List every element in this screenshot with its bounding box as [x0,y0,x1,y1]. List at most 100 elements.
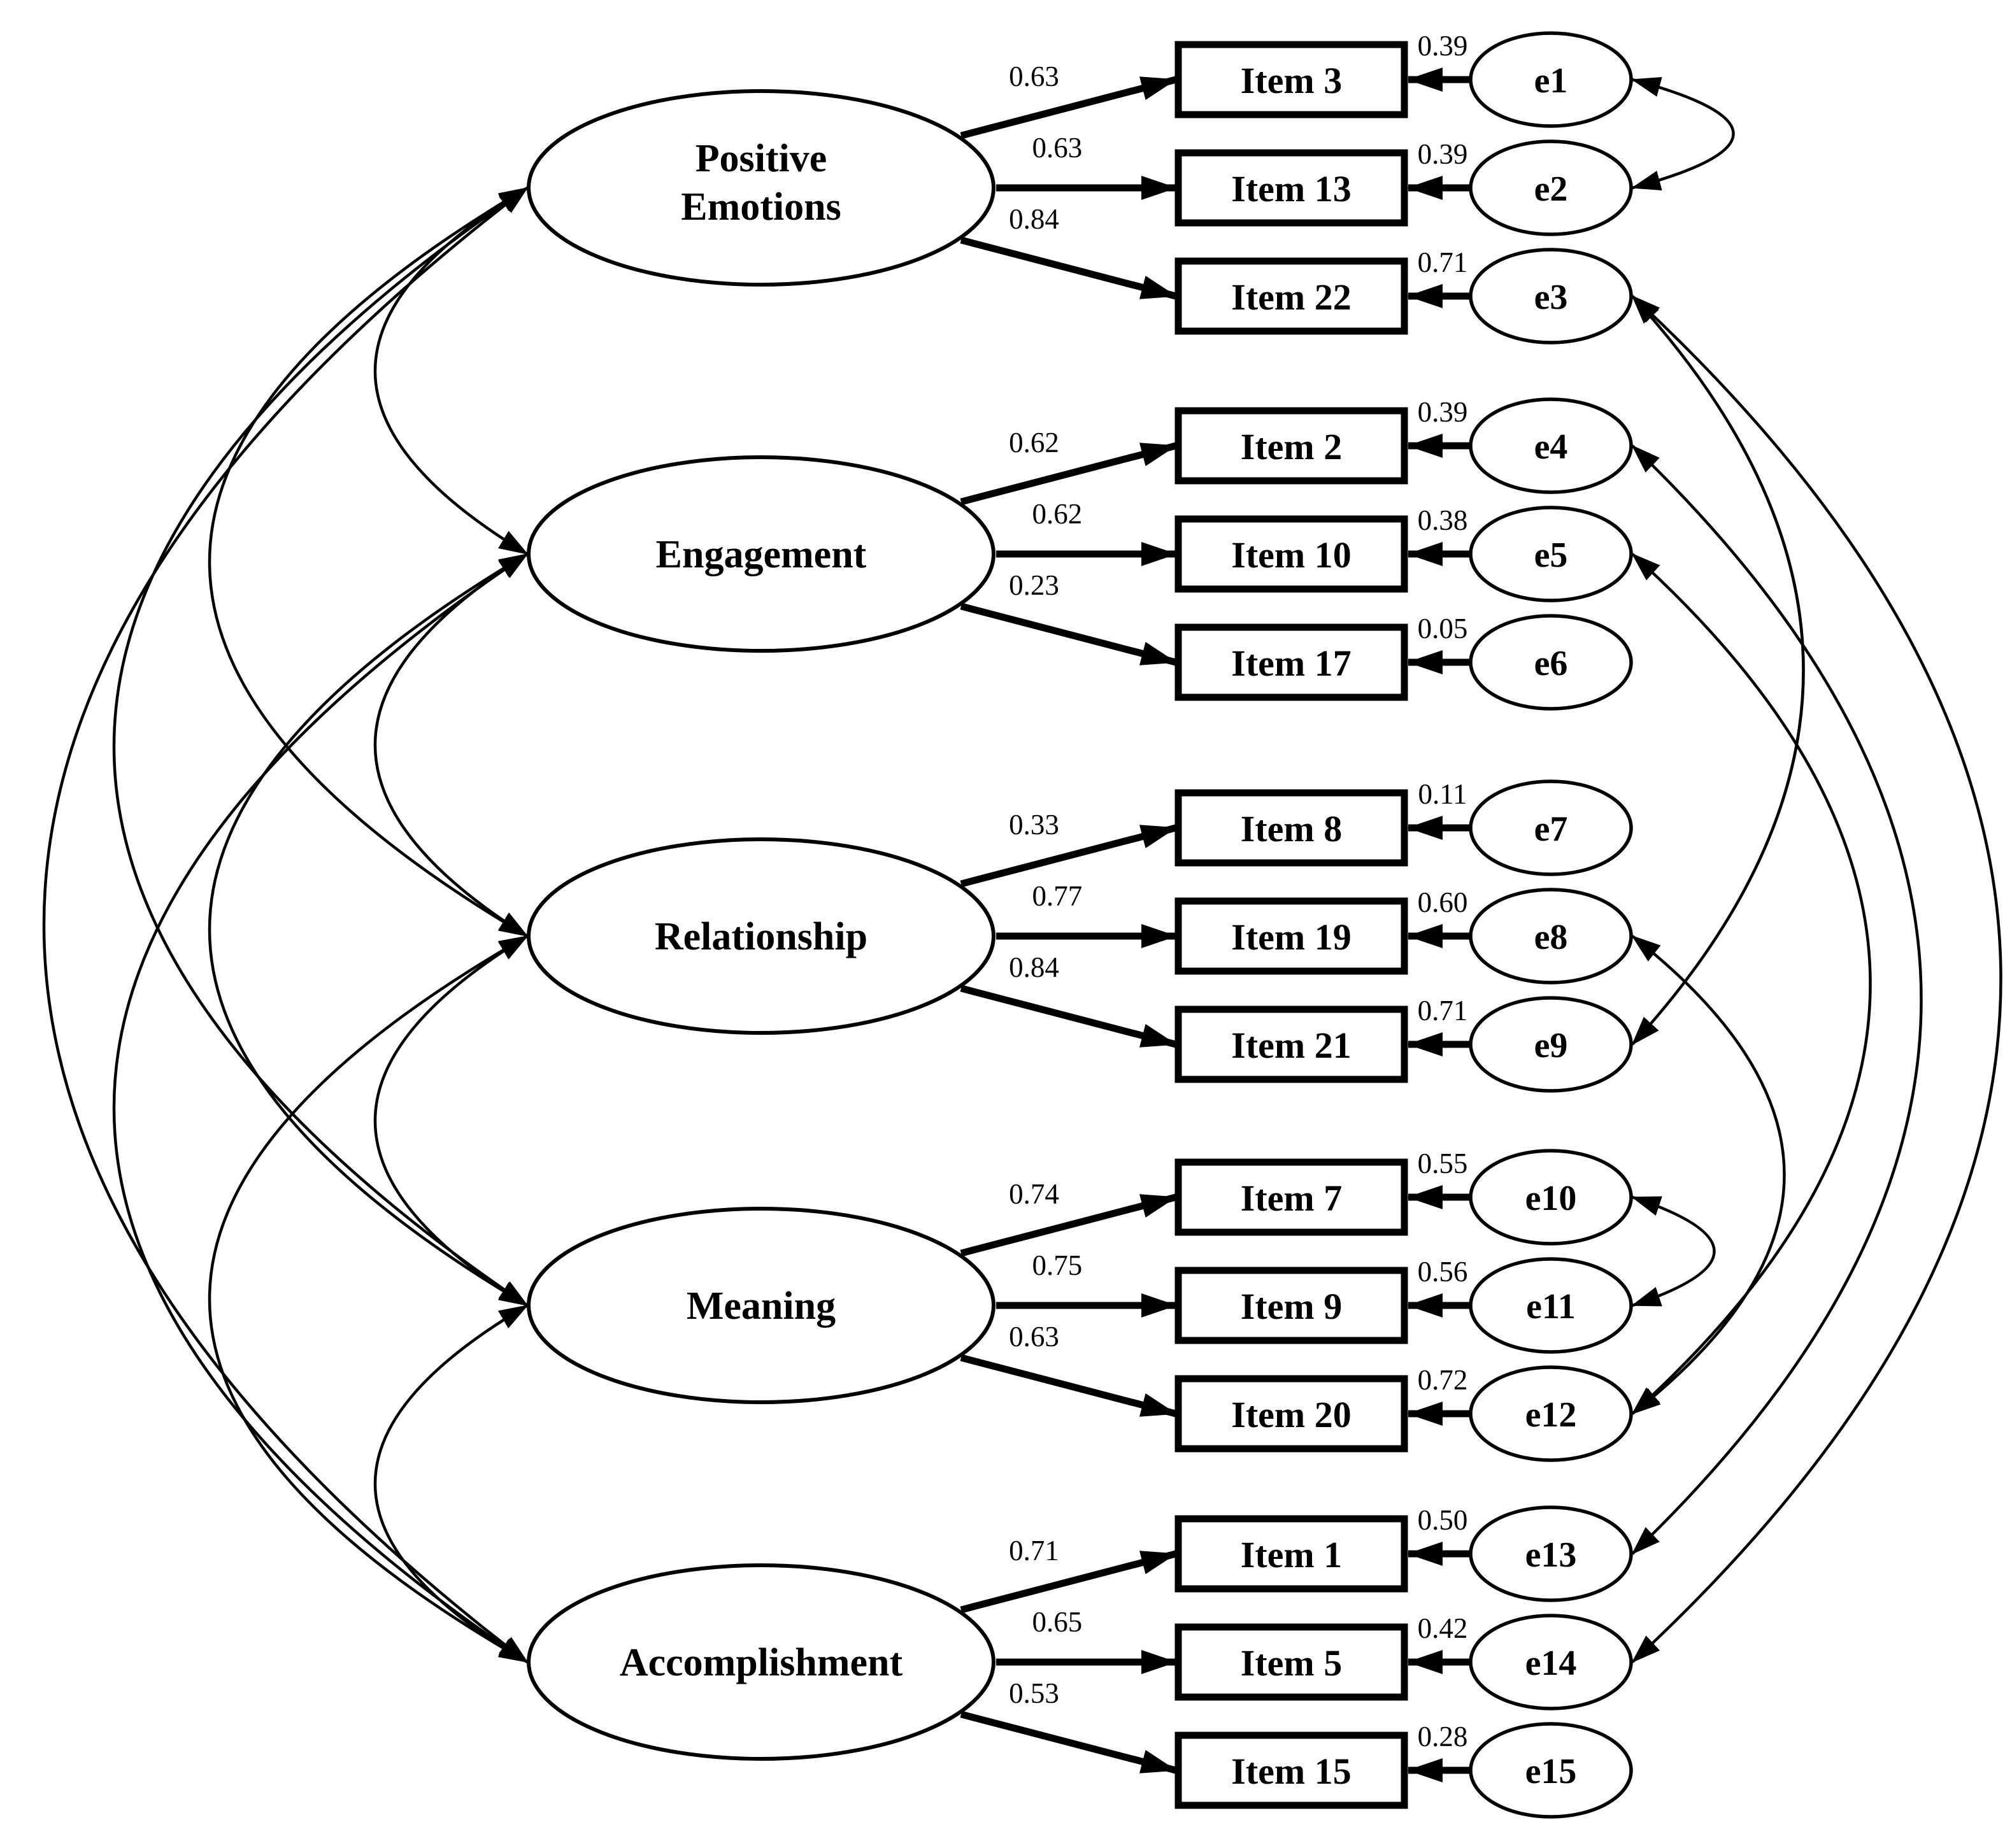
loading-arrow-EN-item2 [960,442,1177,506]
loading-value-item21: 0.84 [1009,951,1059,983]
error-ellipse-e1 [1469,31,1633,128]
factor-correlation-PE-RE [208,187,529,937]
factor-label-AC: Accomplishment [620,1641,903,1684]
factor-correlation-EN-AC [112,553,529,1663]
loading-value-item17: 0.23 [1009,569,1059,601]
item-label-item8: Item 8 [1241,808,1342,849]
error-label-e10: e10 [1525,1179,1577,1218]
item-label-item17: Item 17 [1231,643,1351,684]
error-ellipse-e13 [1469,1505,1633,1602]
error-value-e4: 0.39 [1418,396,1468,428]
item-label-item19: Item 19 [1231,916,1351,958]
item-label-item20: Item 20 [1231,1394,1351,1435]
loading-value-item8: 0.33 [1009,809,1059,841]
error-value-e10: 0.55 [1418,1148,1468,1179]
item-label-item10: Item 10 [1231,534,1351,576]
error-ellipse-e2 [1469,139,1633,236]
loading-value-item2: 0.62 [1009,427,1059,458]
error-correlation-e8-e12 [1631,935,1786,1415]
error-value-e7: 0.11 [1418,778,1467,810]
error-label-e4: e4 [1534,427,1568,467]
error-value-e14: 0.42 [1418,1612,1468,1644]
error-value-e5: 0.38 [1418,504,1468,536]
factor-label-EN: Engagement [656,533,867,576]
item-box-item10 [1174,515,1408,593]
error-correlation-e1-e2 [1631,76,1735,191]
error-label-e9: e9 [1534,1026,1568,1065]
factor-correlation-PE-ME [112,187,529,1307]
item-label-item7: Item 7 [1241,1177,1342,1219]
item-label-item5: Item 5 [1241,1642,1342,1684]
error-value-e15: 0.28 [1418,1721,1468,1752]
error-label-e8: e8 [1534,918,1568,957]
loading-value-item7: 0.74 [1009,1178,1059,1210]
error-value-e11: 0.56 [1418,1256,1468,1288]
error-ellipse-e10 [1469,1149,1633,1246]
item-box-item22 [1174,257,1408,335]
loading-value-item3: 0.63 [1009,60,1059,92]
item-box-item19 [1174,897,1408,975]
error-ellipse-e5 [1469,506,1633,602]
error-correlation-e5-e12 [1631,553,1872,1415]
factor-correlation-PE-AC [42,187,529,1663]
error-value-e6: 0.05 [1418,613,1468,644]
loading-value-item15: 0.53 [1009,1677,1059,1709]
loading-arrow-PE-item22 [960,236,1177,300]
item-box-item21 [1174,1006,1408,1083]
factor-correlation-RE-AC [208,935,529,1663]
item-label-item3: Item 3 [1241,60,1342,101]
error-ellipse-e6 [1469,614,1633,711]
loading-value-item22: 0.84 [1009,203,1059,235]
error-value-e1: 0.39 [1418,30,1468,62]
loading-arrow-PE-item3 [960,76,1177,139]
loading-value-item20: 0.63 [1009,1321,1059,1353]
error-label-e14: e14 [1525,1644,1577,1683]
loading-value-item1: 0.71 [1009,1535,1059,1567]
error-ellipse-e11 [1469,1257,1633,1354]
loading-arrow-RE-item8 [960,824,1177,888]
loading-arrow-AC-item15 [960,1710,1177,1774]
error-ellipse-e8 [1469,888,1633,984]
error-correlation-e10-e11 [1631,1195,1716,1307]
item-label-item15: Item 15 [1231,1751,1351,1792]
factor-correlation-EN-ME [208,553,529,1307]
item-box-item1 [1174,1515,1408,1593]
factor-label-ME: Meaning [687,1284,836,1328]
item-label-item1: Item 1 [1241,1534,1342,1575]
error-ellipse-e4 [1469,397,1633,494]
loading-arrow-EN-item17 [960,602,1177,666]
factor-ellipse-EN [527,455,995,653]
error-ellipse-e14 [1469,1614,1633,1710]
item-box-item5 [1174,1623,1408,1701]
factor-ellipse-PE [527,89,995,287]
factor-ellipse-ME [527,1207,995,1404]
error-ellipse-e3 [1469,248,1633,345]
error-value-e13: 0.50 [1418,1504,1468,1536]
error-correlation-e3-e14 [1631,295,2002,1663]
item-box-item13 [1174,149,1408,227]
error-label-e7: e7 [1534,809,1568,849]
error-label-e3: e3 [1534,278,1568,317]
loading-arrow-ME-item7 [960,1193,1177,1257]
loading-arrow-RE-item21 [960,984,1177,1048]
error-label-e15: e15 [1525,1752,1577,1791]
error-label-e13: e13 [1525,1535,1577,1575]
factor-ellipse-AC [527,1563,995,1761]
error-label-e1: e1 [1534,61,1568,101]
error-ellipse-e12 [1469,1365,1633,1462]
item-box-item17 [1174,623,1408,701]
error-ellipse-e9 [1469,996,1633,1093]
error-label-e11: e11 [1526,1287,1576,1326]
error-correlation-e4-e13 [1631,444,1923,1555]
factor-label-RE: Relationship [655,915,867,958]
error-ellipse-e7 [1469,779,1633,876]
loading-arrow-ME-item20 [960,1354,1177,1418]
error-value-e3: 0.71 [1418,246,1468,278]
error-value-e12: 0.72 [1418,1364,1468,1396]
loading-value-item13: 0.63 [1032,132,1083,164]
item-label-item13: Item 13 [1231,168,1351,210]
item-box-item2 [1174,407,1408,485]
error-value-e8: 0.60 [1418,886,1468,918]
